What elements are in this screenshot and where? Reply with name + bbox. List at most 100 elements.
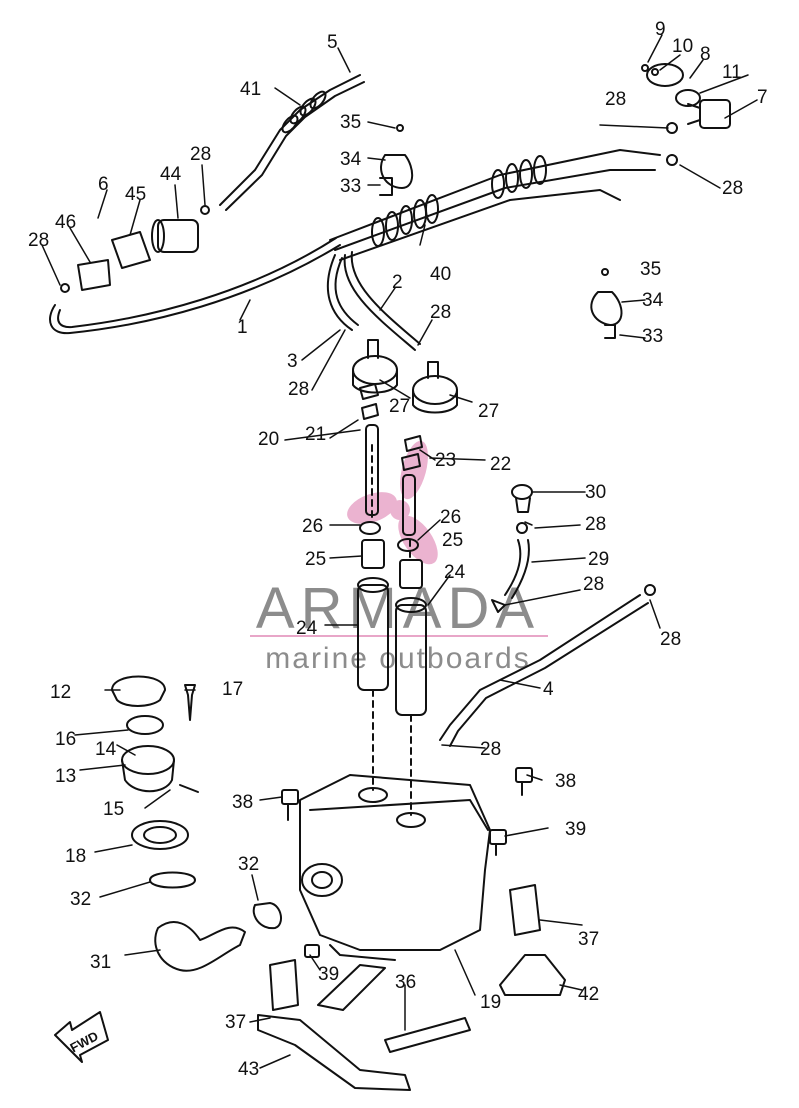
callout-39a: 39 [565, 819, 586, 840]
screw-9 [641, 64, 649, 72]
callout-44: 44 [160, 164, 182, 185]
callout-35a: 35 [340, 112, 361, 133]
mount-42 [499, 954, 566, 996]
callout-24b: 24 [444, 562, 466, 583]
callout-21: 21 [305, 424, 326, 445]
callout-42: 42 [578, 984, 599, 1005]
clamp-34-right [590, 291, 623, 326]
callout-22: 22 [490, 454, 511, 475]
callout-45: 45 [125, 184, 146, 205]
callout-37b: 37 [225, 1012, 246, 1033]
callout-18: 18 [65, 846, 86, 867]
leader-lines [41, 34, 758, 1069]
watermark-tagline: marine outboards [265, 642, 530, 675]
corrugated-sleeve-41 [281, 90, 327, 134]
callout-38b: 38 [232, 792, 253, 813]
callout-33b: 33 [642, 326, 663, 347]
fwd-label: FWD [68, 1028, 101, 1055]
callout-11: 11 [722, 62, 742, 83]
hose-29 [504, 539, 530, 599]
fuel-hose-2b [350, 251, 421, 345]
callout-28g: 28 [585, 514, 606, 535]
callout-34a: 34 [340, 149, 362, 170]
fuel-filter-44 [157, 219, 199, 253]
callout-28j: 28 [480, 739, 501, 760]
callout-35b: 35 [640, 259, 661, 280]
mount-37-right [509, 884, 541, 936]
callout-31: 31 [90, 952, 111, 973]
hose-clamp-32-b [252, 902, 282, 930]
bracket-45 [111, 231, 151, 269]
callout-41: 41 [240, 79, 261, 100]
callout-46: 46 [55, 212, 76, 233]
propeller-logo-icon [347, 440, 438, 565]
callout-28b: 28 [28, 230, 49, 251]
callout-19: 19 [480, 992, 501, 1013]
cap-8 [646, 63, 684, 87]
callout-28e: 28 [430, 302, 451, 323]
pickup-tube-22 [402, 474, 416, 536]
callout-38a: 38 [555, 771, 576, 792]
callout-32b: 32 [238, 854, 259, 875]
callout-40: 40 [430, 264, 451, 285]
callout-37a: 37 [578, 929, 599, 950]
gasket-18 [131, 820, 189, 850]
callout-7: 7 [757, 87, 768, 108]
clamp-34-top [380, 154, 414, 189]
corrugated-sleeve-40 [371, 194, 439, 247]
callout-26a: 26 [302, 516, 323, 537]
connector-7 [699, 99, 731, 129]
callout-28h: 28 [583, 574, 604, 595]
callout-27a: 27 [389, 396, 410, 417]
fuel-tank-19 [299, 774, 491, 951]
strainer-25-right [399, 559, 423, 589]
pump-27-right [412, 375, 458, 405]
callout-23: 23 [435, 450, 456, 471]
callout-30: 30 [585, 482, 606, 503]
connector-7-ports [687, 103, 701, 125]
callout-16: 16 [55, 729, 76, 750]
washer-10 [651, 68, 659, 76]
callout-24a: 24 [296, 618, 318, 639]
callout-28f: 28 [288, 379, 309, 400]
gasket-16 [126, 715, 164, 735]
hose-bundle-mid [334, 169, 656, 251]
callout-28d: 28 [722, 178, 743, 199]
callout-1: 1 [237, 317, 248, 338]
callout-28i: 28 [660, 629, 681, 650]
bracket-46 [77, 259, 111, 291]
part-number-callouts: 1 2 3 4 5 6 7 8 9 10 11 12 13 14 15 16 1… [28, 19, 768, 1080]
callout-10: 10 [672, 36, 693, 57]
callout-29: 29 [588, 549, 609, 570]
callout-12: 12 [50, 682, 71, 703]
mount-37-left [269, 959, 299, 1011]
line-art [41, 34, 758, 1091]
fuel-hose-1-inner [57, 237, 337, 329]
callout-25a: 25 [305, 549, 326, 570]
callout-36: 36 [395, 972, 416, 993]
callout-32a: 32 [70, 889, 91, 910]
hose-clamp-32 [149, 871, 196, 889]
callout-33a: 33 [340, 176, 361, 197]
callout-8: 8 [700, 44, 711, 65]
pump-27-left [352, 355, 398, 385]
callout-15: 15 [103, 799, 124, 820]
fuel-hose-3b [334, 257, 359, 326]
callout-43: 43 [238, 1059, 259, 1080]
corrugated-sleeve-right [491, 155, 547, 199]
callout-4: 4 [543, 679, 554, 700]
callout-17: 17 [222, 679, 243, 700]
fuel-hose-3 [326, 254, 353, 331]
callout-28c: 28 [605, 89, 626, 110]
fuel-hose-1 [49, 244, 341, 335]
callout-2: 2 [392, 272, 403, 293]
fwd-arrow-icon [54, 1011, 109, 1063]
callout-5: 5 [327, 32, 338, 53]
callout-20: 20 [258, 429, 279, 450]
fuel-hose-2 [343, 254, 416, 351]
callout-26b: 26 [440, 507, 461, 528]
callout-28a: 28 [190, 144, 211, 165]
callout-39b: 39 [318, 964, 339, 985]
hose-bundle-bot [339, 189, 621, 261]
